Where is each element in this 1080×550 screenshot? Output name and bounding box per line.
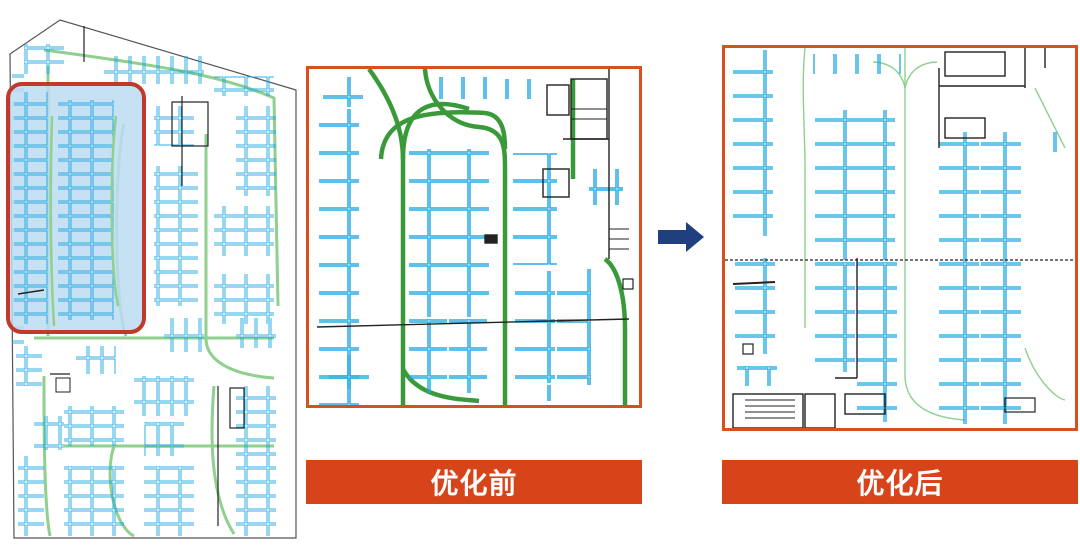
caption-before: 优化前	[306, 460, 642, 504]
caption-after: 优化后	[722, 460, 1078, 504]
after-plan-panel	[722, 45, 1078, 431]
highlight-region	[6, 82, 146, 334]
before-plan-panel	[306, 66, 642, 408]
site-overview-plan	[4, 6, 300, 544]
overview-drawing	[6, 19, 297, 539]
before-plan-drawing	[316, 69, 634, 405]
right-arrow-icon	[658, 222, 704, 252]
after-plan-drawing	[725, 48, 1075, 428]
